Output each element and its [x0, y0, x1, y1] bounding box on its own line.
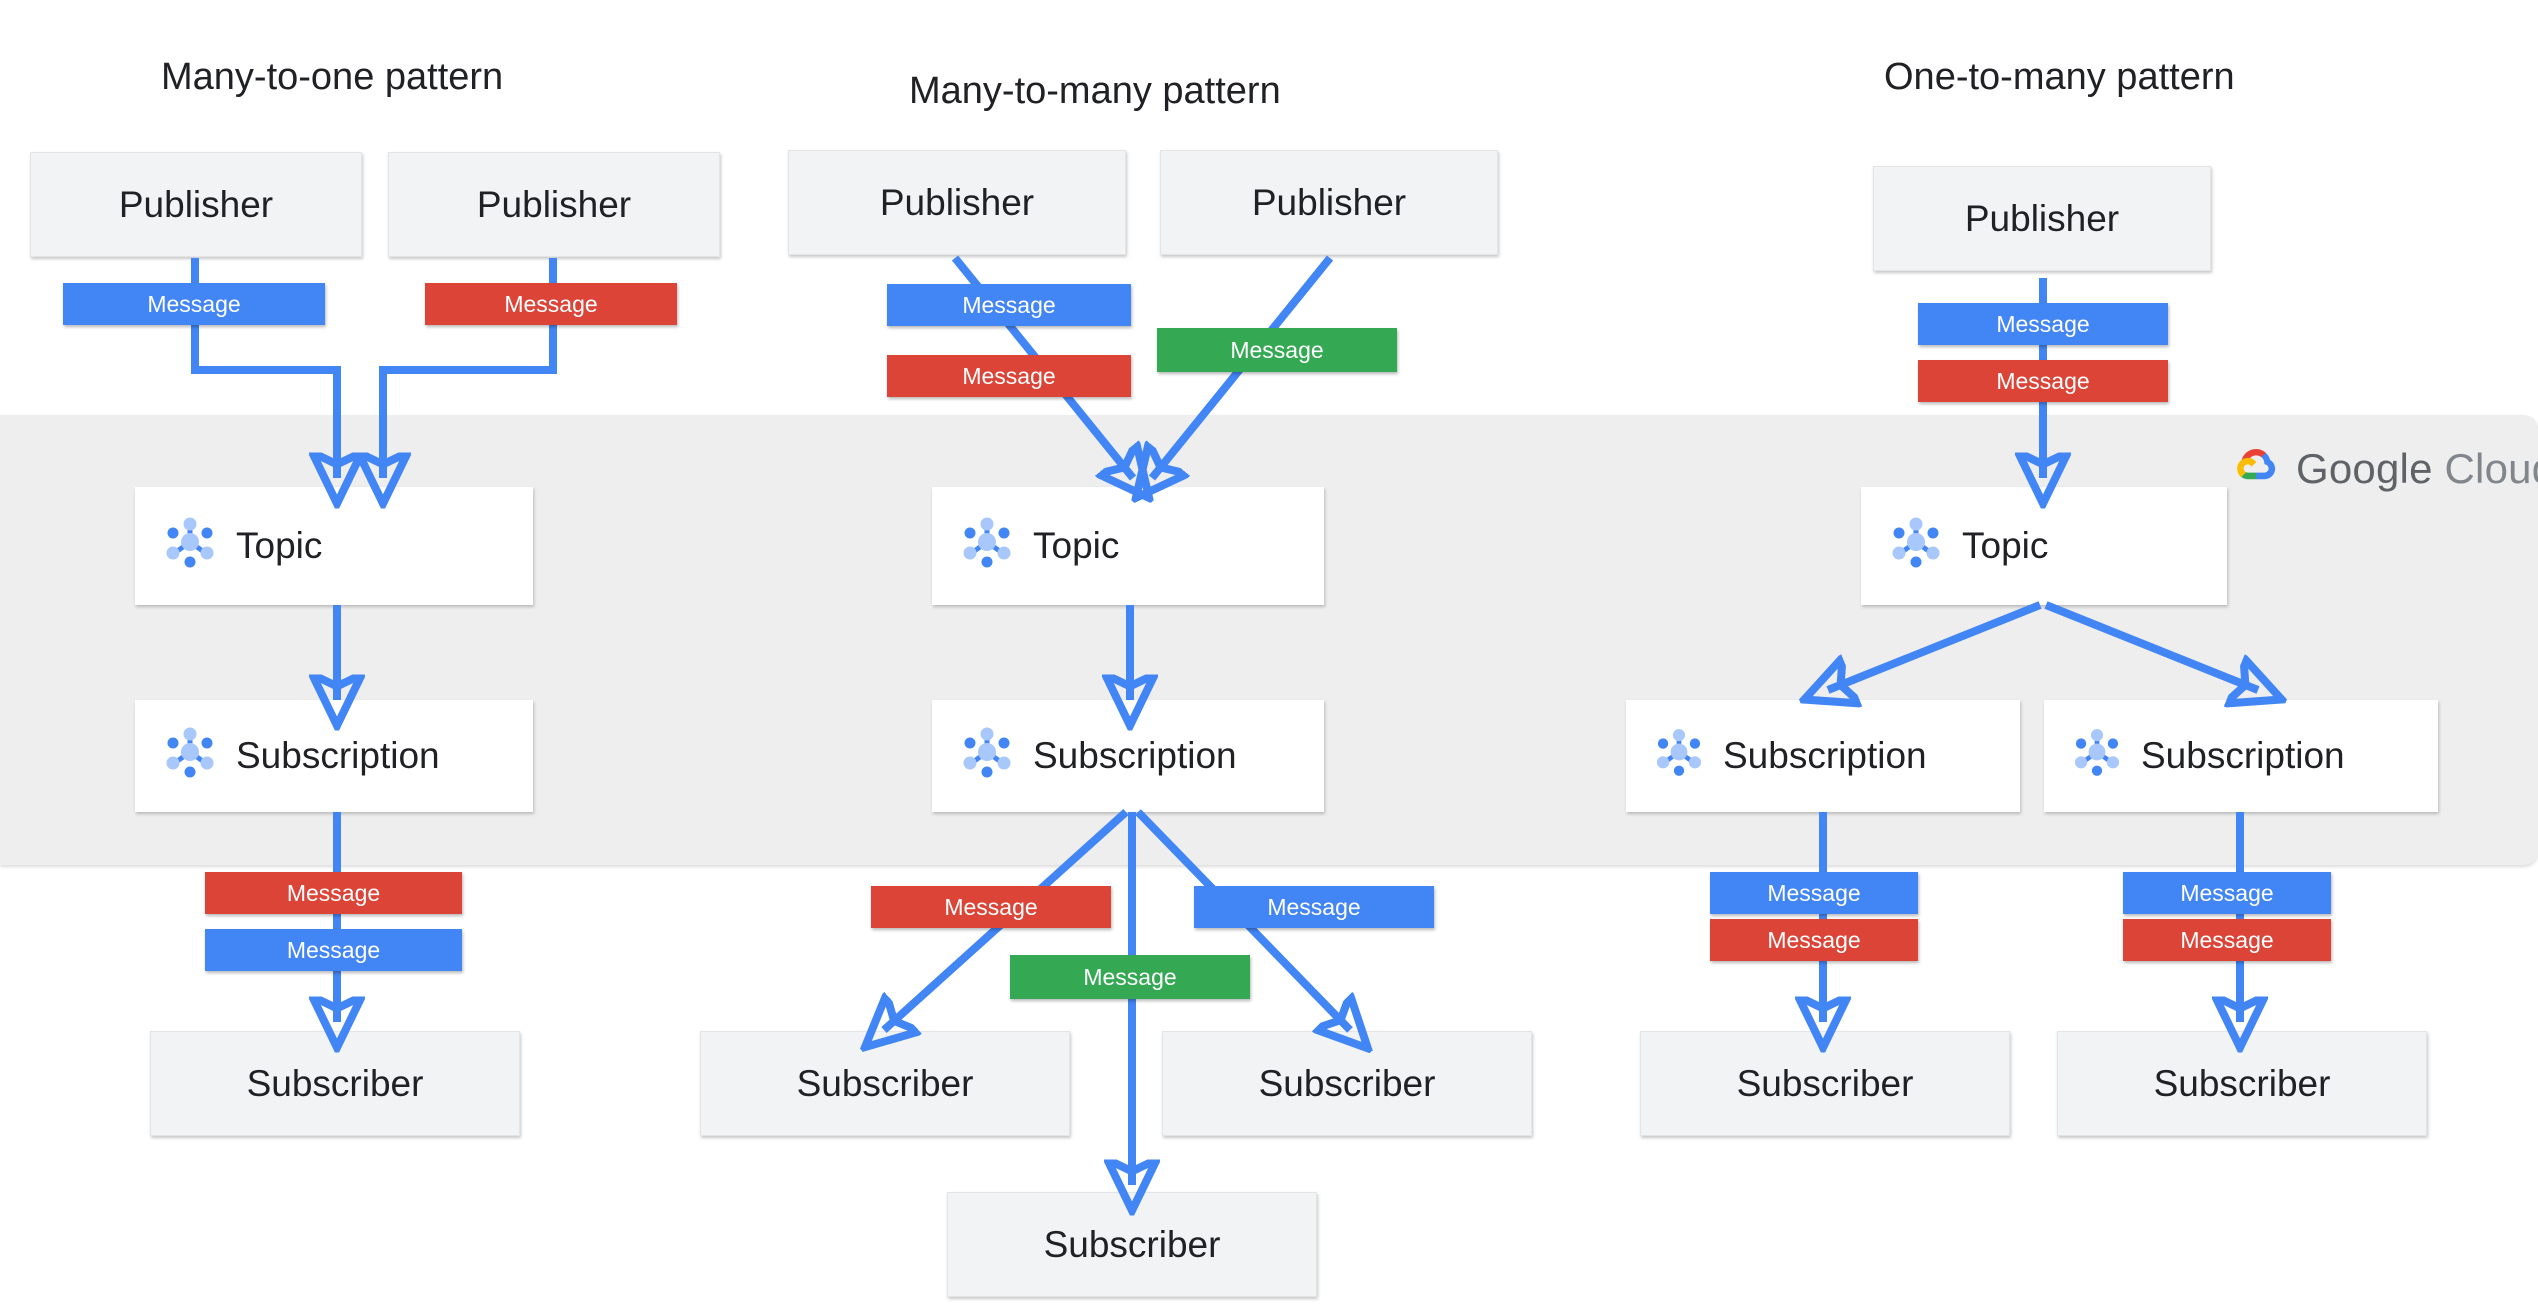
- topic-box[interactable]: Topic: [932, 487, 1324, 605]
- wire-o2m-topic-to-sub1: [1828, 601, 2042, 690]
- message-label: Message: [1083, 963, 1177, 990]
- message-chip: Message: [887, 284, 1131, 326]
- message-chip: Message: [2123, 872, 2331, 914]
- node-label: Publisher: [879, 181, 1035, 223]
- wire-o2m-topic-to-sub2: [2044, 601, 2258, 690]
- pubsub-subscription-icon: [1649, 722, 1709, 791]
- message-chip: Message: [63, 283, 325, 325]
- message-chip: Message: [1157, 328, 1397, 372]
- publisher-box[interactable]: Publisher: [388, 152, 720, 257]
- message-label: Message: [2180, 926, 2274, 953]
- pubsub-topic-icon: [158, 510, 222, 583]
- message-label: Message: [1996, 310, 2090, 337]
- node-label: Subscriber: [246, 1062, 424, 1104]
- column-title-many-to-one: Many-to-one pattern: [161, 56, 504, 98]
- node-label: Topic: [1962, 525, 2049, 566]
- message-label: Message: [286, 879, 381, 906]
- google-cloud-wordmark: Google Cloud: [2296, 445, 2538, 493]
- message-chip: Message: [1918, 303, 2168, 345]
- node-label: Subscriber: [1043, 1223, 1221, 1265]
- pubsub-topic-icon: [955, 510, 1019, 583]
- publisher-box[interactable]: Publisher: [788, 150, 1126, 255]
- subscription-box[interactable]: Subscription: [2044, 700, 2438, 812]
- pubsub-subscription-icon: [158, 720, 222, 793]
- subscriber-box[interactable]: Subscriber: [150, 1031, 520, 1136]
- message-chip: Message: [1010, 955, 1250, 999]
- message-label: Message: [962, 362, 1056, 389]
- message-label: Message: [147, 290, 241, 317]
- node-label: Subscription: [236, 735, 440, 776]
- message-label: Message: [962, 291, 1056, 318]
- message-label: Message: [1996, 367, 2090, 394]
- pubsub-subscription-icon: [955, 720, 1019, 793]
- message-chip: Message: [1918, 360, 2168, 402]
- column-title-one-to-many: One-to-many pattern: [1884, 56, 2235, 98]
- message-label: Message: [1767, 926, 1861, 953]
- node-label: Publisher: [1251, 181, 1407, 223]
- message-chip: Message: [1194, 886, 1434, 928]
- message-label: Message: [944, 893, 1038, 920]
- message-chip: Message: [205, 872, 462, 914]
- message-label: Message: [1267, 893, 1361, 920]
- node-label: Subscription: [1723, 735, 1927, 776]
- node-label: Subscription: [1033, 735, 1237, 776]
- message-chip: Message: [1710, 919, 1918, 961]
- message-chip: Message: [1710, 872, 1918, 914]
- message-label: Message: [2180, 879, 2274, 906]
- message-label: Message: [286, 936, 381, 963]
- message-chip: Message: [871, 886, 1111, 928]
- message-label: Message: [1767, 879, 1861, 906]
- message-label: Message: [504, 290, 598, 317]
- subscription-box[interactable]: Subscription: [135, 700, 533, 812]
- publisher-box[interactable]: Publisher: [1873, 166, 2211, 271]
- brand-cloud: Cloud: [2444, 444, 2538, 492]
- node-label: Subscriber: [2153, 1062, 2331, 1104]
- brand-google: Google: [2296, 444, 2433, 492]
- message-chip: Message: [887, 355, 1131, 397]
- google-cloud-logo-icon: [2232, 442, 2280, 495]
- google-cloud-logo: Google Cloud: [2232, 442, 2538, 495]
- publisher-box[interactable]: Publisher: [1160, 150, 1498, 255]
- column-title-many-to-many: Many-to-many pattern: [909, 70, 1281, 112]
- node-label: Publisher: [476, 183, 632, 225]
- message-chip: Message: [2123, 919, 2331, 961]
- publisher-box[interactable]: Publisher: [30, 152, 362, 257]
- node-label: Publisher: [1964, 197, 2120, 239]
- node-label: Subscriber: [1258, 1062, 1436, 1104]
- pubsub-topic-icon: [1884, 510, 1948, 583]
- node-label: Publisher: [118, 183, 274, 225]
- node-label: Topic: [1033, 525, 1120, 566]
- message-label: Message: [1230, 336, 1324, 363]
- node-label: Subscriber: [1736, 1062, 1914, 1104]
- message-chip: Message: [205, 929, 462, 971]
- pubsub-subscription-icon: [2067, 722, 2127, 791]
- node-label: Topic: [236, 525, 323, 566]
- message-chip: Message: [425, 283, 677, 325]
- node-label: Subscriber: [796, 1062, 974, 1104]
- node-label: Subscription: [2141, 735, 2345, 776]
